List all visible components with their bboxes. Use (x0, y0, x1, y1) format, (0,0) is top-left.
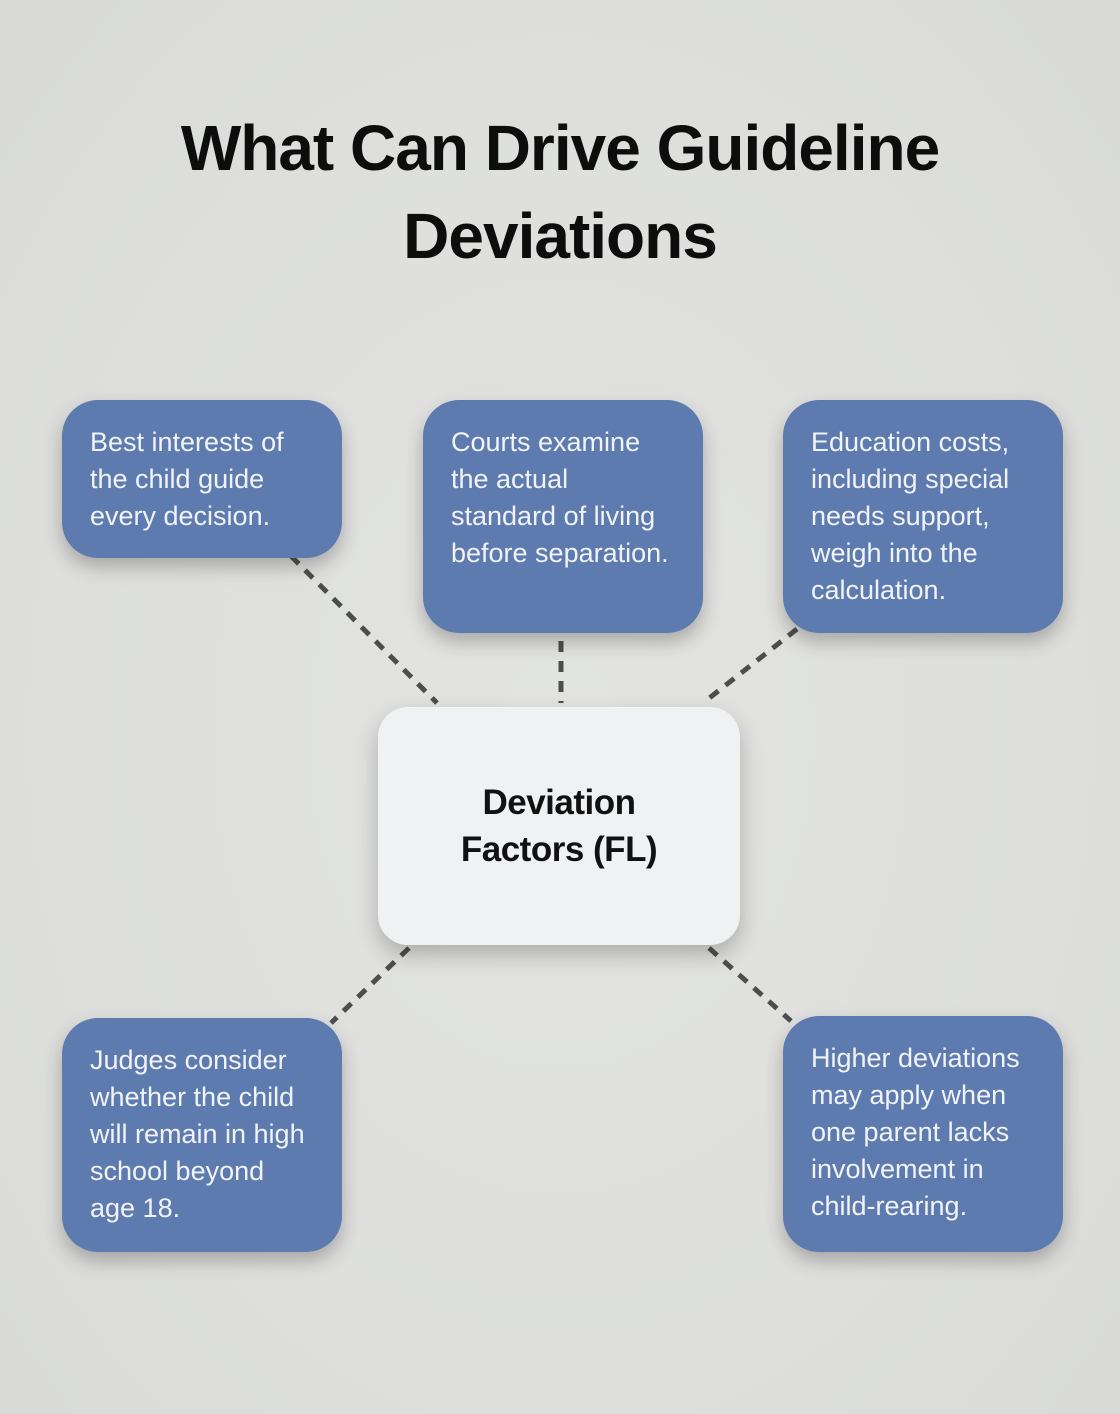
node-text: Judges consider whether the child will r… (90, 1045, 305, 1223)
center-node-deviation-factors: Deviation Factors (FL) (378, 707, 740, 945)
node-text: Best interests of the child guide every … (90, 427, 284, 531)
connector-parent-involvement (707, 946, 793, 1023)
connector-education-costs (701, 627, 799, 705)
center-node-label: Deviation Factors (FL) (460, 779, 658, 873)
node-standard-of-living: Courts examine the actual standard of li… (423, 400, 703, 633)
node-high-school-age: Judges consider whether the child will r… (62, 1018, 342, 1252)
node-text: Higher deviations may apply when one par… (811, 1043, 1020, 1221)
node-text: Courts examine the actual standard of li… (451, 427, 669, 568)
title-line-2: Deviations (403, 200, 718, 272)
title-line-1: What Can Drive Guideline (180, 112, 940, 184)
center-label-line-1: Deviation (482, 783, 636, 822)
node-education-costs: Education costs, including special needs… (783, 400, 1063, 633)
node-best-interests: Best interests of the child guide every … (62, 400, 342, 558)
page-title: What Can Drive Guideline Deviations (0, 104, 1120, 280)
node-parent-involvement: Higher deviations may apply when one par… (783, 1016, 1063, 1252)
connector-best-interests (289, 554, 439, 705)
connector-high-school-age (329, 946, 411, 1025)
center-label-line-2: Factors (FL) (460, 830, 658, 869)
node-text: Education costs, including special needs… (811, 427, 1010, 605)
